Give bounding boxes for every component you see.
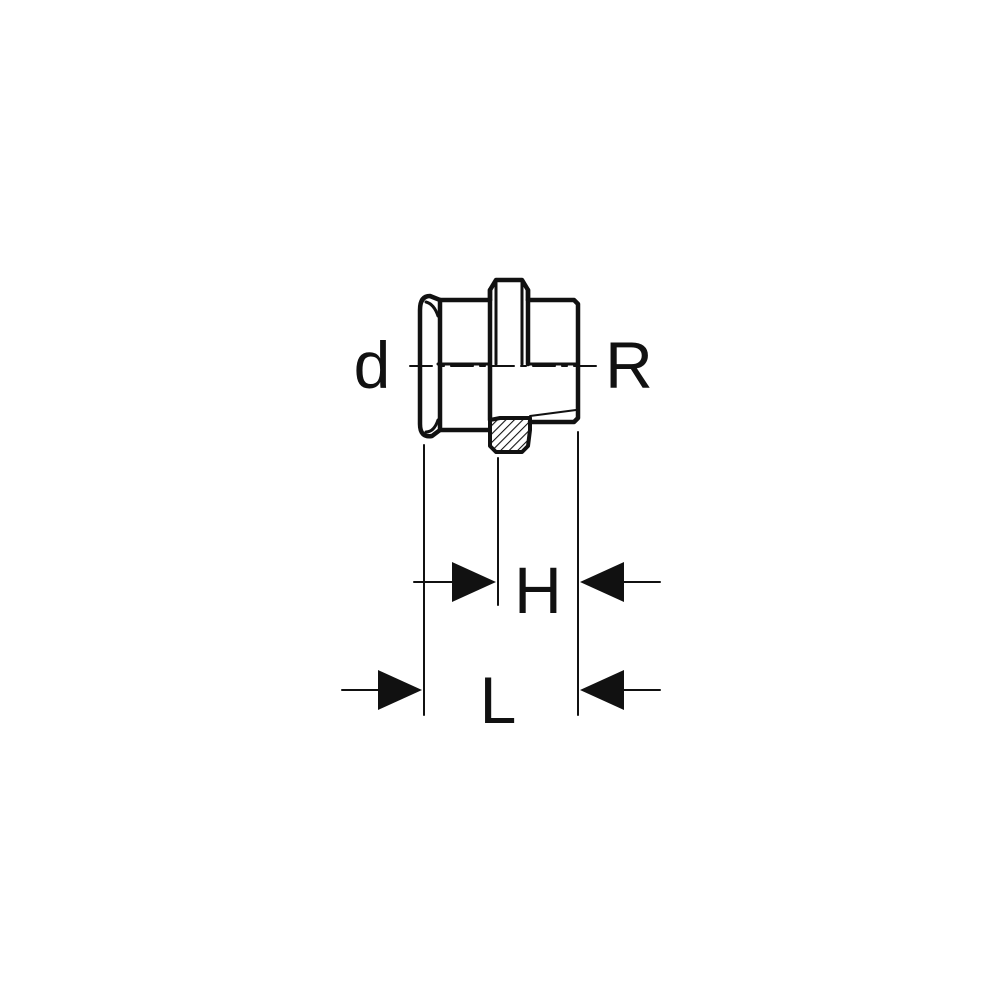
- press-socket-outline: [417, 293, 443, 439]
- dimension-h-arrow-left: [452, 562, 496, 602]
- label-h: H: [514, 553, 562, 627]
- dimension-h: [413, 562, 661, 602]
- dimension-l: [341, 670, 661, 710]
- label-d: d: [354, 328, 391, 402]
- dimension-l-arrow-right: [580, 670, 624, 710]
- dimension-l-arrow-left: [378, 670, 422, 710]
- label-r: R: [605, 328, 653, 402]
- fitting-body: [417, 277, 581, 454]
- press-socket-bead-inner: [424, 300, 440, 434]
- dimension-h-arrow-right: [580, 562, 624, 602]
- thread-end-outline: [525, 297, 581, 425]
- label-l: L: [480, 663, 517, 737]
- thread-root-line: [529, 409, 577, 417]
- hex-section-hatched: [488, 416, 532, 454]
- extension-lines: [423, 431, 579, 716]
